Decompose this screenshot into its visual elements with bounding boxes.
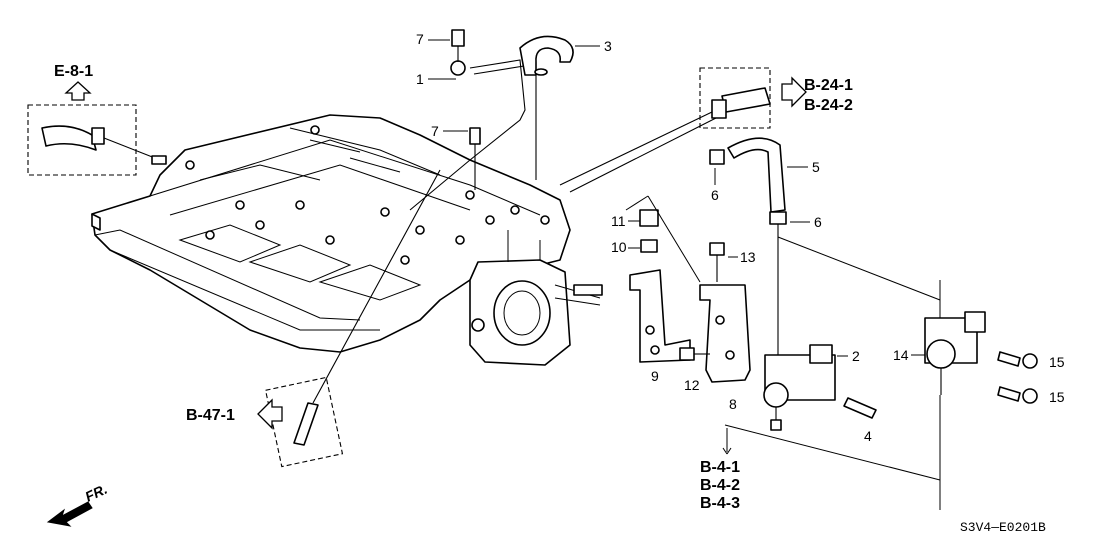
callout-1: 1 <box>416 71 424 87</box>
purge-valve-14 <box>924 311 986 395</box>
callout-8: 8 <box>729 396 737 412</box>
ref-b43: B-4-3 <box>700 495 740 512</box>
pipe-and-hose-assembly <box>409 29 574 211</box>
callout-11: 11 <box>611 213 626 229</box>
callout-10: 10 <box>611 239 627 255</box>
bracket-8 <box>699 284 751 383</box>
callout-6b: 6 <box>814 214 822 230</box>
throttle-body <box>469 230 603 366</box>
upper-right-hose <box>559 87 771 193</box>
callout-7a: 7 <box>416 31 424 47</box>
hose-5 <box>709 137 787 360</box>
bolt-4 <box>843 397 877 419</box>
callout-5: 5 <box>812 159 820 175</box>
callout-15a: 15 <box>1049 354 1065 370</box>
callout-14: 14 <box>893 347 909 363</box>
bolt-13 <box>709 242 725 282</box>
callout-6a: 6 <box>711 187 719 203</box>
b471-arrow-icon <box>257 398 283 430</box>
diagram-code: S3V4—E0201B <box>960 520 1046 535</box>
bolt-15b <box>997 386 1038 404</box>
ref-b241: B-24-1 <box>804 77 853 94</box>
callout-13: 13 <box>740 249 756 265</box>
callout-7b: 7 <box>431 123 439 139</box>
ref-b242: B-24-2 <box>804 97 853 114</box>
b471-dashed-box <box>264 376 344 468</box>
b24-dashed-box <box>699 67 771 129</box>
callout-3: 3 <box>604 38 612 54</box>
callout-4: 4 <box>864 428 872 444</box>
e81-arrow-icon <box>64 81 92 101</box>
front-direction-arrow-icon <box>46 501 93 527</box>
front-label: FR. <box>83 481 110 505</box>
solenoid-valve-2 <box>763 344 836 431</box>
callout-2: 2 <box>852 348 860 364</box>
bolt-12 <box>679 347 710 361</box>
grommet-10-11 <box>639 209 659 253</box>
ref-e81: E-8-1 <box>54 63 93 80</box>
e81-dashed-box <box>27 104 137 176</box>
ref-b42: B-4-2 <box>700 477 740 494</box>
lower-pipe <box>293 169 441 446</box>
ref-b471: B-47-1 <box>186 407 235 424</box>
b24-arrow-icon <box>781 76 807 108</box>
ref-b41: B-4-1 <box>700 459 740 476</box>
callout-9: 9 <box>651 368 659 384</box>
callout-12: 12 <box>684 377 700 393</box>
bolt-15a <box>997 351 1038 369</box>
callout-15b: 15 <box>1049 389 1065 405</box>
left-hose <box>41 125 167 165</box>
